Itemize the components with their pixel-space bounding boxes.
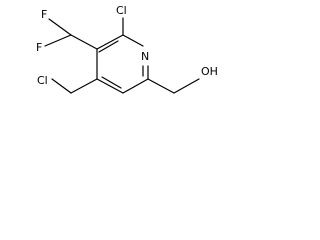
bond-lines [44, 17, 200, 94]
hydroxyl-label: OH [201, 65, 218, 78]
fluorine-label-top: F [41, 8, 47, 21]
bond-n-c2 [122, 34, 144, 47]
bond-c6-ch2 [147, 78, 175, 94]
bond-c2-c3-inner [98, 40, 119, 53]
fluorine-label-bottom: F [36, 41, 42, 54]
chlorine-label-chain: Cl [37, 74, 48, 87]
bond-c2-c3 [96, 34, 124, 50]
bond-ch2-oh [173, 78, 200, 94]
atom-labels: Cl F F N Cl OH [36, 4, 218, 87]
bond-c3-chf2 [70, 34, 98, 50]
bond-chf2-f-top [48, 18, 72, 36]
nitrogen-label: N [141, 50, 149, 63]
bond-ch2-cl [51, 78, 72, 94]
bond-c4-c5-inner [101, 76, 122, 89]
bond-c4-c5 [96, 78, 124, 94]
bond-chf2-f-bottom [44, 34, 72, 47]
bond-c4-ch2 [70, 78, 98, 94]
bond-c5-c6 [122, 78, 149, 94]
chemical-structure-diagram: Cl F F N Cl OH [36, 4, 218, 94]
chlorine-label-ring: Cl [116, 4, 127, 17]
